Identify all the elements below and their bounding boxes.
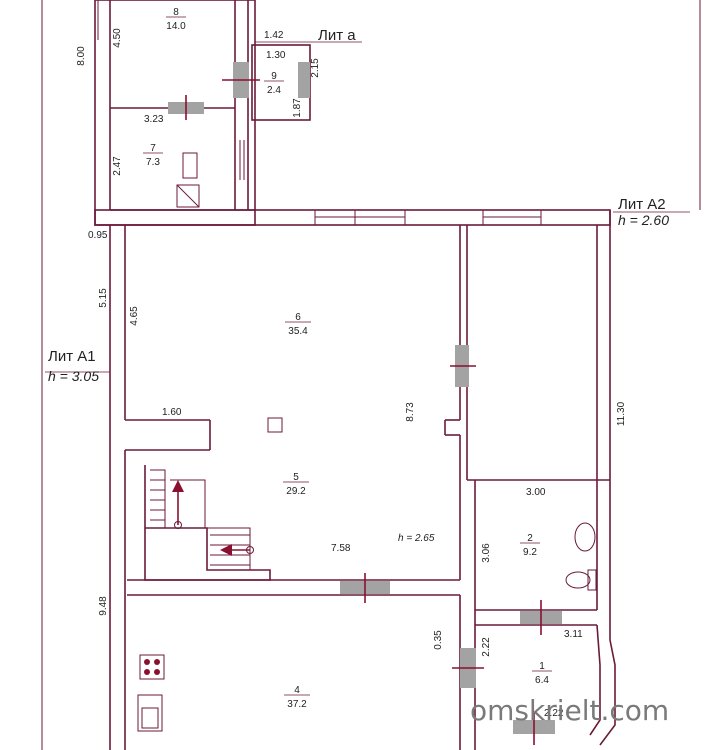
boiler-icon: [182, 152, 198, 179]
dim-label: 4.50: [112, 28, 123, 48]
dim-label: 7.58: [331, 543, 351, 554]
room-area: 35.4: [288, 326, 308, 337]
room-number: 6: [295, 312, 301, 323]
stove-icon: [176, 184, 200, 208]
room-area: 37.2: [287, 699, 307, 710]
room-8-label: 8 14.0: [166, 7, 186, 32]
room-6-label: 6 35.4: [285, 312, 311, 337]
room-2-label: 2 9.2: [520, 533, 540, 558]
wall-bay: [589, 624, 601, 736]
block-label-lit-a: Лит а: [318, 27, 356, 44]
dim-label: 9.48: [98, 596, 109, 616]
dim-label: 2.15: [310, 58, 321, 78]
dimension-lines: [45, 41, 690, 373]
block-label-lit-a2: Лит А2: [618, 196, 666, 213]
room-7-label: 7 7.3: [143, 143, 163, 168]
sink-icon: [137, 694, 163, 732]
staircase: [144, 465, 271, 581]
room-area: 9.2: [523, 547, 537, 558]
room-number: 8: [173, 7, 179, 18]
dim-label: 2.47: [112, 156, 123, 176]
doors: [168, 62, 562, 745]
dim-label: 3.00: [526, 487, 546, 498]
sink-icon: [141, 707, 159, 729]
height-label-lit-a2: h = 2.60: [618, 212, 669, 228]
burner-icon: [144, 669, 150, 675]
room-area: 6.4: [535, 675, 549, 686]
fixtures: [137, 417, 597, 732]
room-4-label: 4 37.2: [284, 685, 310, 710]
watermark: omskrielt.com: [470, 694, 669, 727]
dim-label: 1.30: [266, 50, 286, 61]
room-5-label: 5 29.2: [283, 472, 309, 497]
site-boundary: [41, 0, 701, 750]
room-1-label: 1 6.4: [532, 661, 552, 686]
burner-icon: [144, 659, 150, 665]
dim-label: 1.42: [264, 30, 284, 41]
dim-label: 11.30: [616, 401, 627, 426]
washbasin-icon: [574, 522, 596, 552]
dim-label: 2.22: [481, 637, 492, 657]
arrow-up-icon: [172, 480, 184, 492]
block-main-walls: [94, 209, 616, 750]
room-number: 4: [294, 685, 300, 696]
room-area: 2.4: [267, 85, 281, 96]
room-number: 5: [293, 472, 299, 483]
dim-label: 5.15: [98, 288, 109, 308]
stair-start-icon: [246, 546, 254, 554]
room-area: 29.2: [286, 486, 306, 497]
dim-label: 3.06: [481, 543, 492, 563]
windows-top: [314, 209, 542, 226]
dimension-labels: 8.00 4.50 1.42 1.30 2.15 1.87 3.23 2.4 7 …: [76, 28, 627, 719]
cooktop-icon: [139, 654, 165, 680]
stair-steps: [150, 469, 251, 570]
burner-icon: [154, 659, 160, 665]
dim-label: 1.60: [162, 407, 182, 418]
room-area: 7.3: [146, 157, 160, 168]
burner-icon: [154, 669, 160, 675]
stair-outline: [144, 465, 271, 581]
dim-label: 0.95: [88, 230, 108, 241]
height-label-room-5: h = 2.65: [398, 533, 435, 544]
dim-label: 4.65: [129, 306, 140, 326]
dim-label: 0.35: [433, 630, 444, 650]
dim-label: 1.87: [292, 98, 303, 118]
arrow-left-icon: [220, 544, 232, 556]
door: [298, 62, 310, 98]
room-number: 7: [150, 143, 156, 154]
stair-start-icon: [174, 521, 182, 529]
toilet-icon: [565, 571, 591, 589]
column-icon: [267, 417, 283, 433]
dim-label: 8.73: [405, 402, 416, 422]
wall-bay: [599, 639, 616, 746]
room-area: 14.0: [166, 21, 186, 32]
toilet-tank-icon: [587, 569, 597, 591]
room-number: 1: [539, 661, 545, 672]
dim-label: 2.22: [544, 708, 564, 719]
room-9-label: 9 2.4: [264, 71, 284, 96]
stove-icon: [176, 184, 200, 208]
dim-label: 8.00: [76, 46, 87, 66]
dim-label: 3.23: [144, 114, 164, 125]
room-number: 2: [527, 533, 533, 544]
dim-label: 3.11: [564, 629, 583, 640]
height-label-lit-a1: h = 3.05: [48, 368, 99, 384]
block-label-lit-a1: Лит А1: [48, 348, 96, 365]
room-number: 9: [271, 71, 277, 82]
